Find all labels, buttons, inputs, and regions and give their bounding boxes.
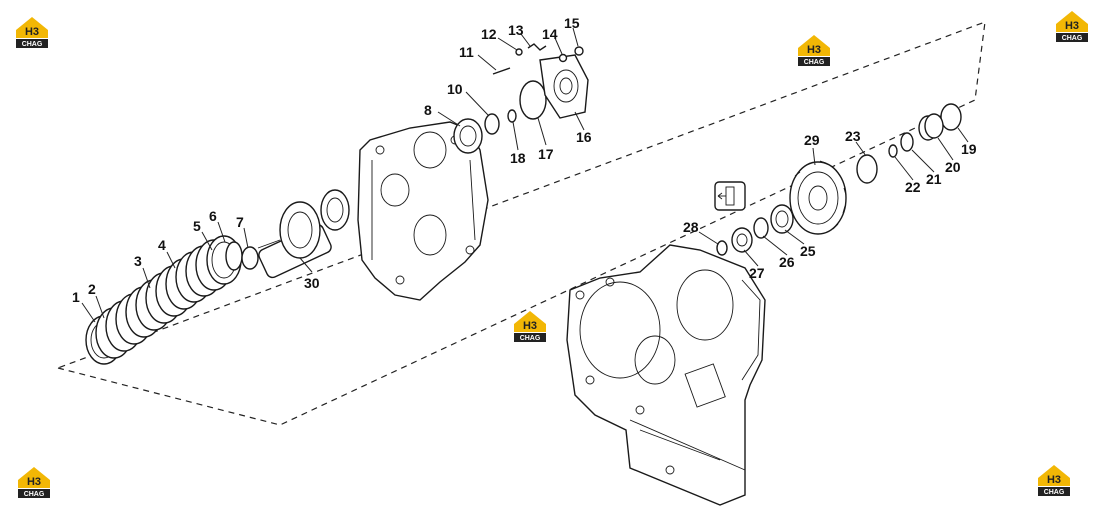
callout-28: 28 xyxy=(683,219,699,235)
svg-text:H3: H3 xyxy=(1065,20,1079,32)
front-housing-cover xyxy=(357,121,489,301)
svg-text:H3: H3 xyxy=(1047,474,1061,486)
ring-21 xyxy=(900,132,914,152)
bearing-27 xyxy=(731,227,753,253)
svg-text:CHAG: CHAG xyxy=(1062,35,1083,42)
bearing-25 xyxy=(770,204,794,234)
ring-28 xyxy=(716,240,728,256)
orientation-detail-box xyxy=(714,181,746,211)
callout-21: 21 xyxy=(926,171,942,187)
callout-13: 13 xyxy=(508,22,524,38)
callout-7: 7 xyxy=(236,214,244,230)
callout-5: 5 xyxy=(193,218,201,234)
callout-1: 1 xyxy=(72,289,80,305)
callout-14: 14 xyxy=(542,26,558,42)
callout-26: 26 xyxy=(779,254,795,270)
ball-12 xyxy=(515,48,523,56)
callout-6: 6 xyxy=(209,208,217,224)
callout-30: 30 xyxy=(304,275,320,291)
svg-text:CHAG: CHAG xyxy=(1044,489,1065,496)
ring-26 xyxy=(753,217,769,239)
washer-22 xyxy=(888,144,898,158)
svg-text:CHAG: CHAG xyxy=(22,41,43,48)
svg-text:H3: H3 xyxy=(807,44,821,56)
callout-2: 2 xyxy=(88,281,96,297)
callout-19: 19 xyxy=(961,141,977,157)
gear-29 xyxy=(789,160,847,235)
callout-20: 20 xyxy=(945,159,961,175)
plug-14 xyxy=(558,53,568,63)
nut-15 xyxy=(574,46,584,56)
callout-8: 8 xyxy=(424,102,432,118)
cover-plate-16 xyxy=(539,54,589,119)
spring-13 xyxy=(527,43,547,51)
callout-18: 18 xyxy=(510,150,526,166)
seal-18 xyxy=(507,109,517,123)
bearing-8 xyxy=(453,118,483,154)
callout-10: 10 xyxy=(447,81,463,97)
svg-text:H3: H3 xyxy=(523,320,537,332)
svg-text:CHAG: CHAG xyxy=(520,335,541,342)
callout-23: 23 xyxy=(845,128,861,144)
callout-17: 17 xyxy=(538,146,554,162)
snap-ring-7 xyxy=(241,246,259,270)
snap-ring-23 xyxy=(856,154,878,184)
ring-10 xyxy=(484,113,500,135)
callout-22: 22 xyxy=(905,179,921,195)
clutch-disc-pack xyxy=(85,235,243,365)
callout-25: 25 xyxy=(800,243,816,259)
svg-text:H3: H3 xyxy=(25,26,39,38)
svg-text:CHAG: CHAG xyxy=(24,491,45,498)
svg-text:H3: H3 xyxy=(27,476,41,488)
callout-12: 12 xyxy=(481,26,497,42)
callout-numbers: 1 2 3 4 5 6 7 30 8 10 11 12 13 14 15 16 … xyxy=(72,15,977,305)
o-ring-17 xyxy=(519,80,547,120)
callout-16: 16 xyxy=(576,129,592,145)
callout-15: 15 xyxy=(564,15,580,31)
leader-lines xyxy=(81,27,969,323)
callout-11: 11 xyxy=(459,44,474,60)
bearing-cup-19 xyxy=(940,103,962,131)
main-transmission-housing xyxy=(566,244,766,506)
callout-3: 3 xyxy=(134,253,142,269)
clutch-shaft-gear xyxy=(257,189,350,279)
bearing-20 xyxy=(918,113,944,141)
callout-27: 27 xyxy=(749,265,765,281)
svg-text:CHAG: CHAG xyxy=(804,59,825,66)
callout-4: 4 xyxy=(158,237,166,253)
callout-29: 29 xyxy=(804,132,820,148)
pin-11 xyxy=(492,67,511,75)
